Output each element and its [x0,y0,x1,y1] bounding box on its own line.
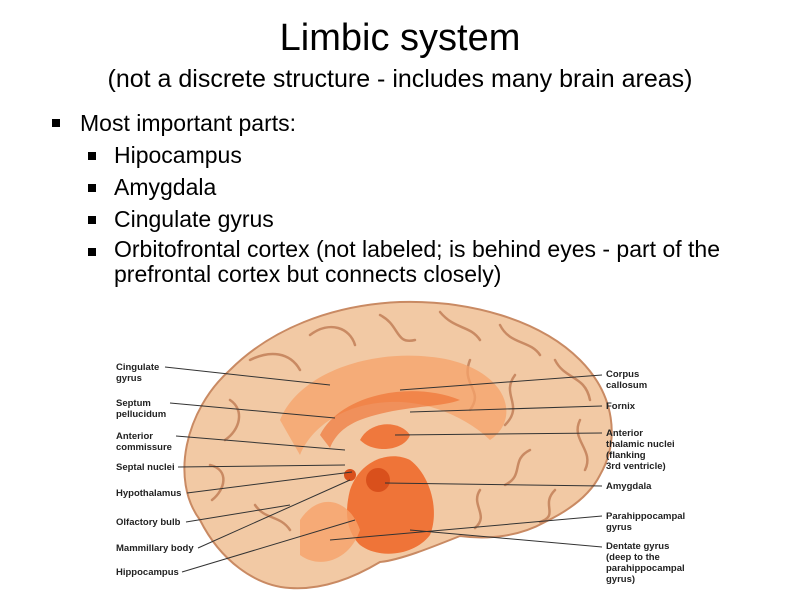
label-septal-nuclei: Septal nuclei [116,462,175,473]
bullet-square-icon [88,184,96,192]
bullet-main: Most important parts: [48,108,768,138]
slide-subtitle: (not a discrete structure - includes man… [107,65,693,93]
thalamic-nuclei-shape [360,424,410,450]
label-amygdala: Amygdala [606,481,652,492]
sub-bullet-amygdala: Amygdala [48,173,768,202]
label-olfactory-bulb: Olfactory bulb [116,517,181,528]
bullet-square-icon [88,216,96,224]
label-hypothalamus: Hypothalamus [116,488,182,499]
label-fornix: Fornix [606,401,636,412]
label-mammillary-body: Mammillary body [116,543,194,554]
sub-bullet-hippocampus: Hipocampus [48,141,768,170]
bullet-list: Most important parts: Hipocampus Amygdal… [48,108,768,287]
mammillary-body-shape [344,469,356,481]
sub-bullet-text: Amygdala [114,174,217,200]
parahippocampal-gyrus-shape [300,501,360,562]
left-leader-lines [164,366,356,573]
sub-bullet-orbitofrontal-cortex: Orbitofrontal cortex (not labeled; is be… [48,237,768,287]
bullet-main-text: Most important parts: [80,110,297,136]
sub-bullet-text: Orbitofrontal cortex (not labeled; is be… [114,236,720,287]
brain-illustration [164,300,613,590]
bullet-square-icon [88,152,96,160]
label-hippocampus: Hippocampus [116,567,179,578]
amygdala-shape [366,468,390,492]
sub-bullet-cingulate-gyrus: Cingulate gyrus [48,205,768,234]
slide-title: Limbic system [279,17,521,59]
bullet-square-icon [88,248,96,256]
bullet-square-icon [52,119,60,127]
corpus-callosum-shape [320,391,460,448]
sub-bullet-text: Cingulate gyrus [114,206,274,232]
sub-bullet-text: Hipocampus [114,142,242,168]
right-leader-lines [329,374,603,548]
cingulate-gyrus-shape [280,355,507,455]
